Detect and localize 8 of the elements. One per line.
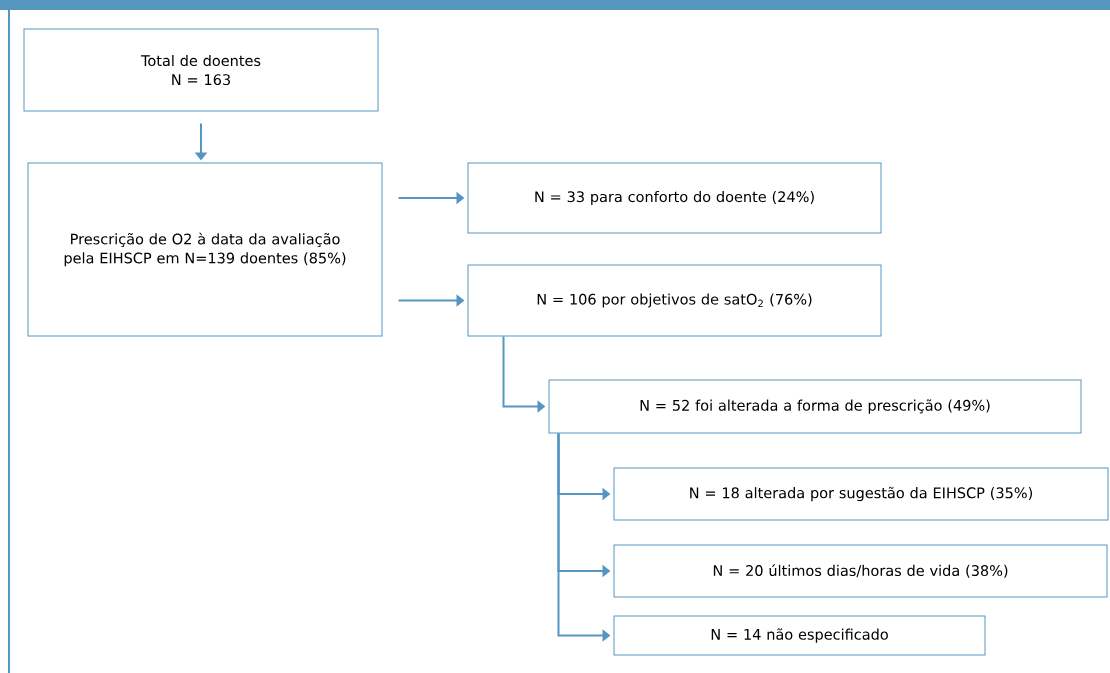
process-box: Total de doentes N = 163 xyxy=(23,28,379,112)
process-box: N = 18 alterada por sugestão da EIHSCP (35%) xyxy=(613,467,1109,521)
process-box: Prescrição de O2 à data da avaliação pela EIHSCP em N=139 doentes (85%) xyxy=(27,162,383,337)
process-box: N = 106 por objetivos de satO$_{2}$ (76%) xyxy=(467,264,882,337)
process-box: N = 52 foi alterada a forma de prescrição (49%) xyxy=(548,379,1082,434)
process-box: N = 14 não especificado xyxy=(613,615,986,656)
process-box: N = 20 últimos dias/horas de vida (38%) xyxy=(613,544,1108,598)
process-box: N = 33 para conforto do doente (24%) xyxy=(467,162,882,234)
